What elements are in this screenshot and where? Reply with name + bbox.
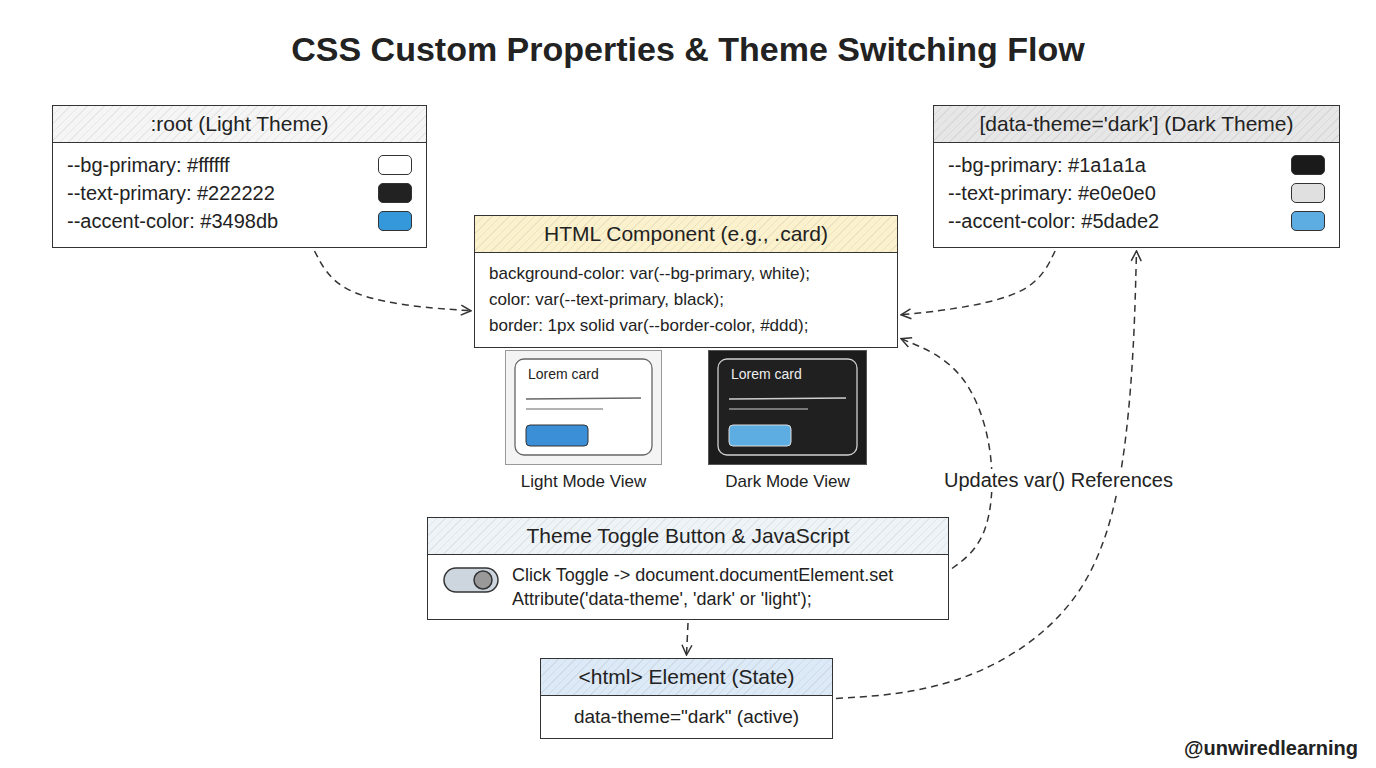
- color-swatch: [1291, 155, 1325, 175]
- toggle-row: Click Toggle -> document.documentElement…: [442, 563, 934, 611]
- color-swatch: [378, 211, 412, 231]
- dashed-connector: [687, 623, 689, 655]
- diagram-title: CSS Custom Properties & Theme Switching …: [0, 30, 1376, 69]
- script-text: Click Toggle -> document.documentElement…: [512, 563, 934, 611]
- color-swatch: [378, 183, 412, 203]
- variable-row: --accent-color: #3498db: [67, 207, 412, 235]
- variable-box: HTML Component (e.g., .card) background-c…: [474, 215, 898, 348]
- toggle-switch-icon: [442, 565, 500, 595]
- css-declaration: border: 1px solid var(--border-color, #d…: [489, 313, 883, 339]
- variable-row: --bg-primary: #ffffff: [67, 151, 412, 179]
- css-declaration: background-color: var(--bg-primary, whit…: [489, 261, 883, 287]
- script-box: Theme Toggle Button & JavaScriptClick To…: [427, 517, 949, 620]
- variable-box: <html> Element (State) data-theme="dark" …: [540, 658, 833, 739]
- dashed-connector: [901, 251, 1055, 315]
- css-variable: --text-primary: #e0e0e0: [948, 179, 1156, 207]
- css-variable: --accent-color: #5dade2: [948, 207, 1159, 235]
- color-swatch: [378, 155, 412, 175]
- css-variable: --bg-primary: #ffffff: [67, 151, 230, 179]
- color-swatch: [1291, 211, 1325, 231]
- variable-row: --text-primary: #222222: [67, 179, 412, 207]
- box-heading: Theme Toggle Button & JavaScript: [428, 518, 948, 555]
- card-preview: Lorem cardDark Mode View: [708, 350, 867, 465]
- variable-row: --text-primary: #e0e0e0: [948, 179, 1325, 207]
- box-body: background-color: var(--bg-primary, whit…: [475, 253, 897, 347]
- box-body: data-theme="dark" (active): [541, 696, 832, 738]
- watermark: @unwiredlearning: [1184, 737, 1358, 760]
- css-declaration: color: var(--text-primary, black);: [489, 287, 883, 313]
- box-body: --bg-primary: #ffffff--text-primary: #22…: [53, 143, 426, 243]
- box-heading: HTML Component (e.g., .card): [475, 216, 897, 253]
- variable-row: --accent-color: #5dade2: [948, 207, 1325, 235]
- css-variable: --bg-primary: #1a1a1a: [948, 151, 1146, 179]
- box-heading: [data-theme='dark'] (Dark Theme): [934, 106, 1339, 143]
- dashed-connector: [315, 251, 472, 311]
- box-body: --bg-primary: #1a1a1a--text-primary: #e0…: [934, 143, 1339, 243]
- card-preview: Lorem cardLight Mode View: [505, 350, 662, 465]
- state-attribute: data-theme="dark" (active): [555, 704, 818, 730]
- css-variable: --accent-color: #3498db: [67, 207, 278, 235]
- box-heading: <html> Element (State): [541, 659, 832, 696]
- card-title: Lorem card: [731, 366, 802, 382]
- css-variable: --text-primary: #222222: [67, 179, 275, 207]
- box-heading: :root (Light Theme): [53, 106, 426, 143]
- edge-label: Updates var() References: [940, 469, 1177, 492]
- box-body: Click Toggle -> document.documentElement…: [428, 555, 948, 619]
- color-swatch: [1291, 183, 1325, 203]
- variable-box: :root (Light Theme)--bg-primary: #ffffff…: [52, 105, 427, 248]
- variable-row: --bg-primary: #1a1a1a: [948, 151, 1325, 179]
- view-caption: Light Mode View: [476, 472, 691, 492]
- card-title: Lorem card: [528, 366, 599, 382]
- view-caption: Dark Mode View: [679, 472, 896, 492]
- variable-box: [data-theme='dark'] (Dark Theme)--bg-pri…: [933, 105, 1340, 248]
